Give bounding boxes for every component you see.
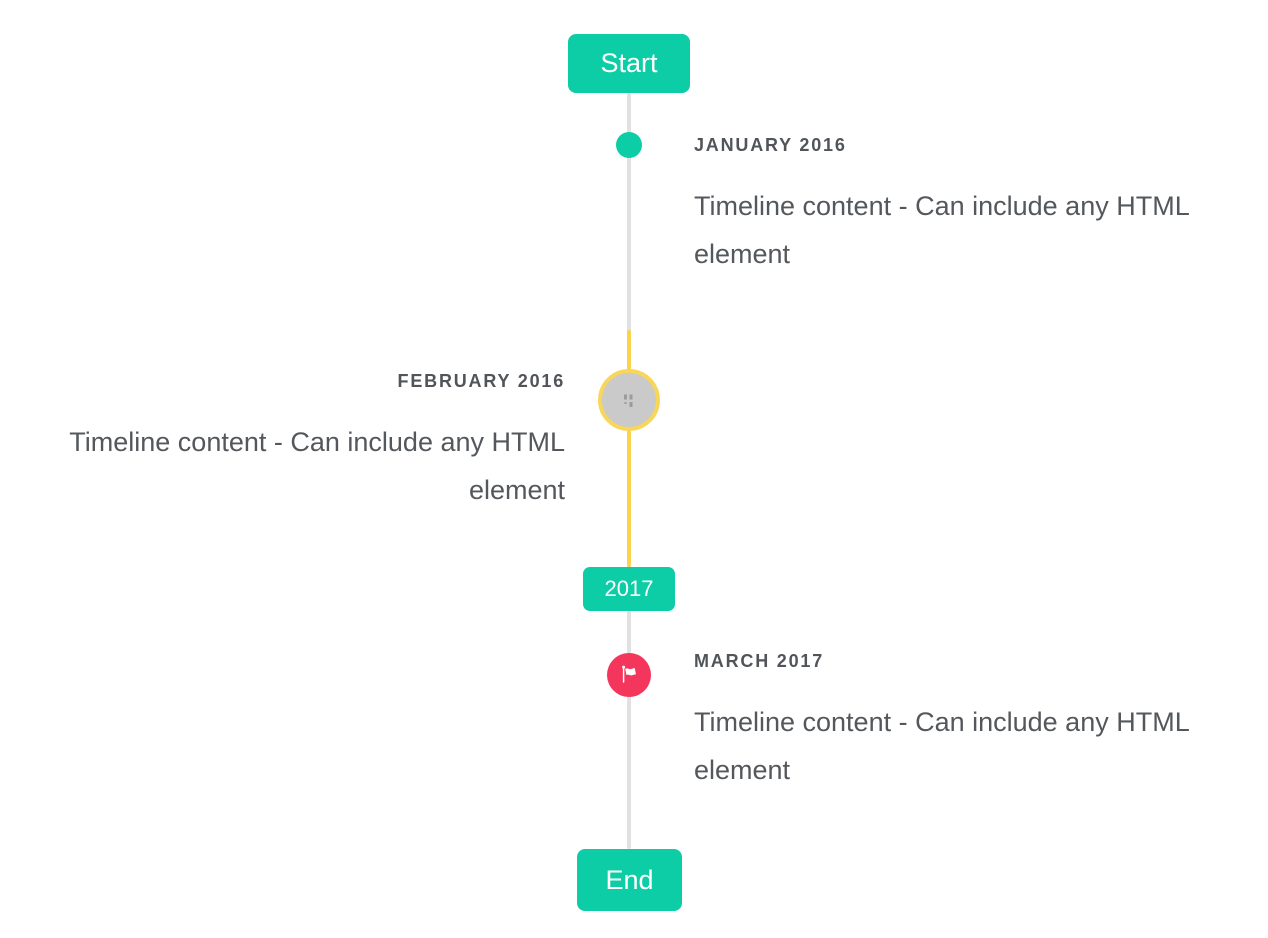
item-title: MARCH 2017 — [694, 651, 825, 671]
end-badge: End — [577, 849, 682, 911]
flag-icon — [622, 665, 636, 683]
item-content: Timeline content - Can include any HTML … — [694, 191, 1189, 269]
start-badge: Start — [568, 34, 690, 93]
dot-icon — [616, 132, 642, 158]
image-marker — [598, 369, 660, 431]
timeline-line-highlight — [627, 330, 631, 567]
flag-marker — [607, 653, 651, 697]
timeline-item-january-2016: JANUARY 2016 Timeline content - Can incl… — [694, 134, 1244, 278]
broken-image-icon — [623, 394, 632, 407]
year-badge: 2017 — [583, 567, 675, 611]
item-content: Timeline content - Can include any HTML … — [69, 427, 565, 505]
item-content: Timeline content - Can include any HTML … — [694, 707, 1189, 785]
item-title: JANUARY 2016 — [694, 135, 847, 155]
item-title: FEBRUARY 2016 — [397, 371, 565, 391]
timeline-item-march-2017: MARCH 2017 Timeline content - Can includ… — [694, 650, 1244, 794]
timeline-item-february-2016: FEBRUARY 2016 Timeline content - Can inc… — [5, 370, 565, 514]
